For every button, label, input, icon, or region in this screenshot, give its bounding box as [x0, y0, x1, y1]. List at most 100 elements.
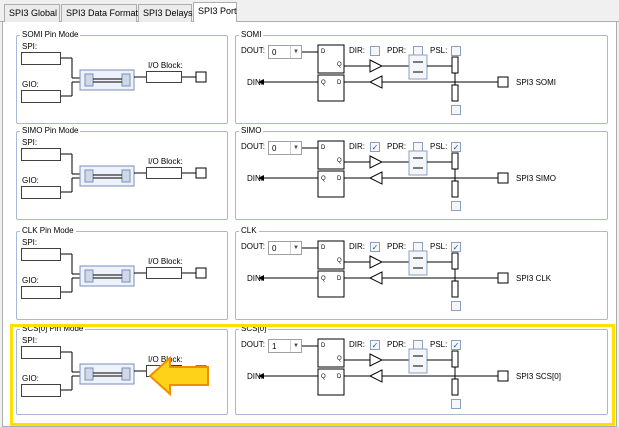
- spi-label: SPI:: [22, 138, 38, 147]
- output-buffer: [369, 255, 384, 269]
- psl-label: PSL:: [430, 340, 448, 349]
- tab-spi3-data-formats[interactable]: SPI3 Data Formats: [61, 4, 143, 22]
- spi-input-box[interactable]: [21, 52, 61, 65]
- pin-mode-group: SCS[0] Pin Mode: [16, 324, 228, 415]
- dir-label: DIR:: [349, 340, 365, 349]
- tab-spi3-port[interactable]: SPI3 Port: [193, 2, 237, 23]
- pin-config-title: SCS[0]: [239, 324, 269, 333]
- pull-enable-checkbox[interactable]: [451, 105, 461, 115]
- spi-label: SPI:: [22, 336, 38, 345]
- din-flipflop: [317, 368, 345, 396]
- pdr-block: [408, 150, 428, 176]
- din-label: DIN:: [247, 78, 263, 87]
- tab-spi3-global[interactable]: SPI3 Global: [4, 4, 60, 22]
- pin-square: [497, 272, 509, 284]
- psl-checkbox[interactable]: ✓: [451, 142, 461, 152]
- pin-config-group: SCS[0]: [235, 324, 608, 415]
- output-buffer: [369, 59, 384, 73]
- mux-switch: [121, 367, 131, 381]
- tab-spi3-delays[interactable]: SPI3 Delays: [138, 4, 193, 22]
- dout-flipflop: [317, 338, 345, 368]
- pin-mode-title: CLK Pin Mode: [20, 226, 76, 235]
- ff-d-label: D: [337, 176, 342, 182]
- dir-label: DIR:: [349, 242, 365, 251]
- pin-config-title: CLK: [239, 226, 259, 235]
- din-label: DIN:: [247, 174, 263, 183]
- spi-label: SPI:: [22, 42, 38, 51]
- spi-label: SPI:: [22, 238, 38, 247]
- chevron-down-icon[interactable]: ▼: [290, 340, 301, 352]
- ff-d-label: D: [337, 80, 342, 86]
- din-arrow-icon: [258, 175, 264, 181]
- dout-flipflop: [317, 140, 345, 170]
- dout-value: 1: [272, 342, 277, 351]
- spi-input-box[interactable]: [21, 148, 61, 161]
- dir-checkbox[interactable]: ✓: [370, 340, 380, 350]
- pin-square: [497, 172, 509, 184]
- pin-square: [497, 370, 509, 382]
- pointer-arrow-icon: [148, 355, 209, 397]
- pin-mode-title: SCS[0] Pin Mode: [20, 324, 86, 333]
- gio-input-box[interactable]: [21, 384, 61, 397]
- psl-checkbox[interactable]: ✓: [451, 242, 461, 252]
- io-block-label: I/O Block:: [148, 355, 183, 364]
- chevron-down-icon[interactable]: ▼: [290, 46, 301, 58]
- pdr-block: [408, 250, 428, 276]
- ff-q-label: Q: [321, 80, 326, 86]
- gio-input-box[interactable]: [21, 286, 61, 299]
- dout-select[interactable]: 0▼: [268, 141, 302, 155]
- mux-switch: [121, 269, 131, 283]
- dout-value: 0: [272, 144, 277, 153]
- gio-label: GIO:: [22, 80, 39, 89]
- pin-mode-group: SIMO Pin Mode: [16, 126, 228, 220]
- ff-q-label: Q: [321, 276, 326, 282]
- ff-d-label: D: [337, 374, 342, 380]
- dout-label: DOUT:: [241, 142, 265, 151]
- dout-select[interactable]: 0▼: [268, 241, 302, 255]
- ff-d-label: D: [321, 145, 326, 151]
- pull-enable-checkbox[interactable]: [451, 399, 461, 409]
- dout-select[interactable]: 0▼: [268, 45, 302, 59]
- io-block-box[interactable]: [146, 167, 182, 179]
- dir-checkbox[interactable]: ✓: [370, 242, 380, 252]
- ff-d-label: D: [337, 276, 342, 282]
- tab-bar: SPI3 Global SPI3 Data Formats SPI3 Delay…: [0, 0, 619, 23]
- gio-input-box[interactable]: [21, 186, 61, 199]
- gio-label: GIO:: [22, 176, 39, 185]
- dir-checkbox[interactable]: [370, 46, 380, 56]
- io-block-box[interactable]: [146, 71, 182, 83]
- io-block-label: I/O Block:: [148, 257, 183, 266]
- pin-config-title: SOMI: [239, 30, 264, 39]
- chevron-down-icon[interactable]: ▼: [290, 142, 301, 154]
- pdr-label: PDR:: [387, 340, 407, 349]
- dout-value: 0: [272, 244, 277, 253]
- din-flipflop: [317, 270, 345, 298]
- ff-d-label: D: [321, 49, 326, 55]
- pull-enable-checkbox[interactable]: [451, 201, 461, 211]
- dout-flipflop: [317, 240, 345, 270]
- dout-label: DOUT:: [241, 242, 265, 251]
- psl-checkbox[interactable]: ✓: [451, 340, 461, 350]
- spi-input-box[interactable]: [21, 248, 61, 261]
- mux-switch: [84, 367, 94, 381]
- spi-input-box[interactable]: [21, 346, 61, 359]
- dout-select[interactable]: 1▼: [268, 339, 302, 353]
- din-flipflop: [317, 170, 345, 198]
- ff-q-label: Q: [337, 258, 342, 264]
- io-block-label: I/O Block:: [148, 157, 183, 166]
- pin-mode-group: SOMI Pin Mode: [16, 30, 228, 124]
- dout-value: 0: [272, 48, 277, 57]
- pin-name-label: SPI3 CLK: [516, 274, 552, 283]
- chevron-down-icon[interactable]: ▼: [290, 242, 301, 254]
- din-arrow-icon: [258, 373, 264, 379]
- pull-enable-checkbox[interactable]: [451, 301, 461, 311]
- io-block-box[interactable]: [146, 267, 182, 279]
- psl-checkbox[interactable]: [451, 46, 461, 56]
- dir-checkbox[interactable]: ✓: [370, 142, 380, 152]
- mux-switch: [84, 169, 94, 183]
- gio-input-box[interactable]: [21, 90, 61, 103]
